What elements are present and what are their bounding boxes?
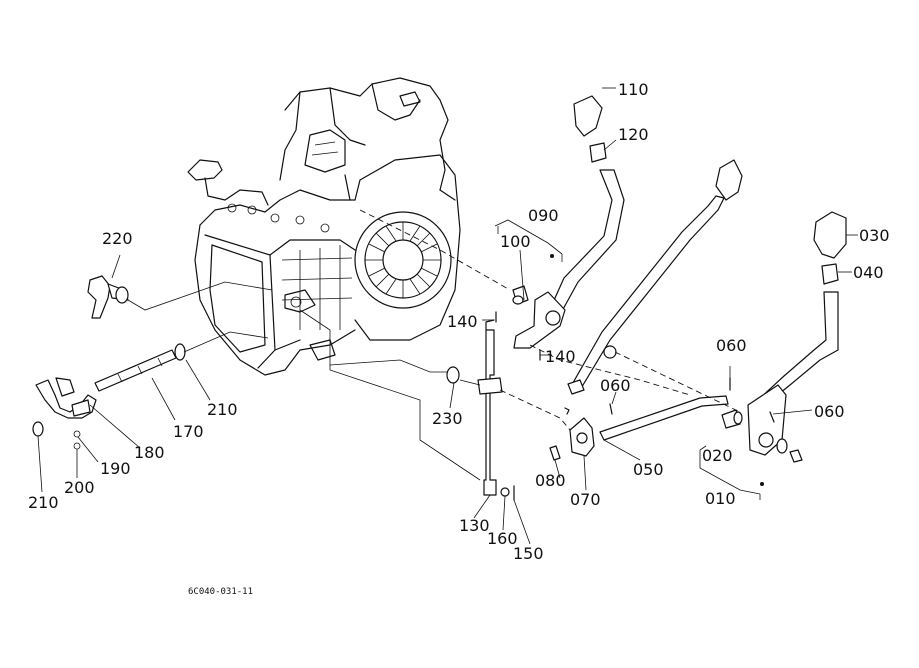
part-label-220: 220	[102, 229, 133, 248]
part-label-120: 120	[618, 125, 649, 144]
part-label-090: 090	[528, 206, 559, 225]
part-label-010: 010	[705, 489, 736, 508]
part-label-200: 200	[64, 478, 95, 497]
part-label-080: 080	[535, 471, 566, 490]
part-label-020: 020	[702, 446, 733, 465]
part-label-140-lower: 140	[545, 347, 576, 366]
assembly-leader-lines	[127, 209, 761, 500]
part-label-140-upper: 140	[447, 312, 478, 331]
transmission-housing	[187, 77, 461, 376]
shift-fork-assembly	[32, 275, 460, 450]
part-label-050: 050	[633, 460, 664, 479]
part-label-070: 070	[570, 490, 601, 509]
part-label-180: 180	[134, 443, 165, 462]
label-leaders	[37, 87, 858, 545]
diagram-code: 6C040-031-11	[188, 587, 253, 597]
part-label-230: 230	[432, 409, 463, 428]
part-number-labels: 110 120 090 100 030 040 220 140 140 060 …	[28, 80, 890, 563]
part-label-130: 130	[459, 516, 490, 535]
part-label-210-right: 210	[207, 400, 238, 419]
part-label-110: 110	[618, 80, 649, 99]
part-label-150: 150	[513, 544, 544, 563]
part-label-060-top: 060	[716, 336, 747, 355]
part-label-100: 100	[500, 232, 531, 251]
part-label-160: 160	[487, 529, 518, 548]
part-label-060-mid: 060	[600, 376, 631, 395]
part-label-190: 190	[100, 459, 131, 478]
part-label-210-left: 210	[28, 493, 59, 512]
part-label-060-right: 060	[814, 402, 845, 421]
lever-and-rod-assembly	[477, 95, 847, 501]
part-label-040: 040	[853, 263, 884, 282]
part-label-170: 170	[173, 422, 204, 441]
part-label-030: 030	[859, 226, 890, 245]
